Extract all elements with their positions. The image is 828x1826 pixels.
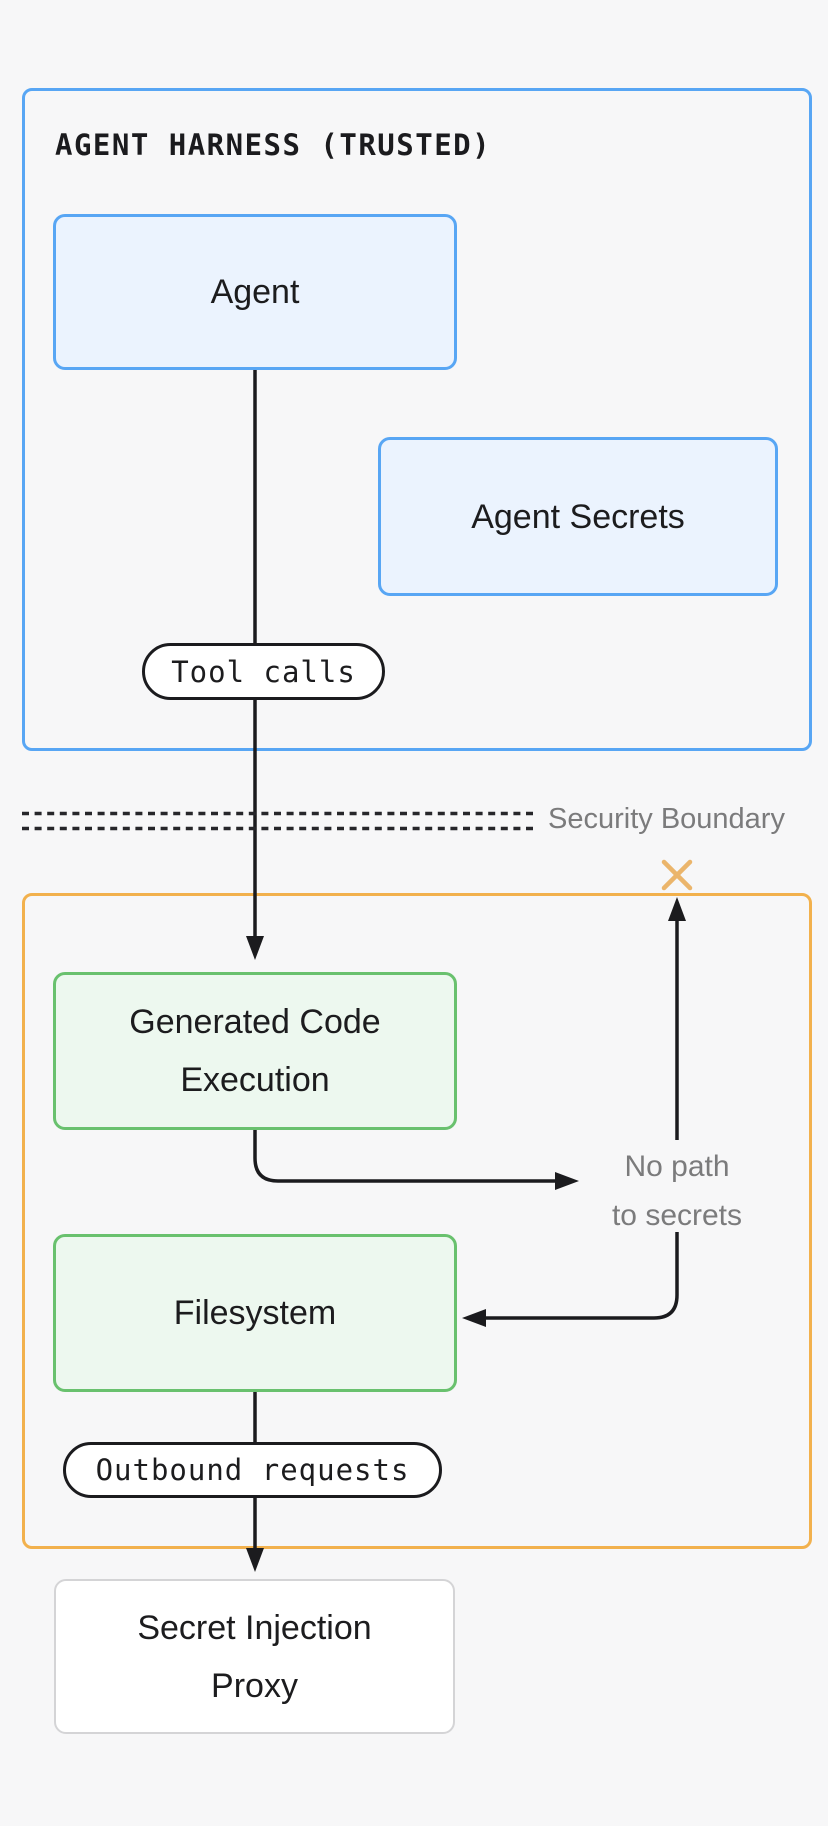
security-boundary-label: Security Boundary	[548, 803, 785, 835]
node-filesystem-label: Filesystem	[173, 1294, 337, 1332]
arrowhead-right	[555, 1172, 579, 1190]
node-agent-secrets: Agent Secrets	[378, 437, 778, 596]
node-agent-secrets-label: Agent Secrets	[471, 497, 685, 536]
arrowhead-up	[668, 897, 686, 921]
node-secret-injection-proxy-label: Secret Injection Proxy	[137, 1608, 372, 1705]
sandbox-zone-frame	[22, 893, 812, 1549]
tool-calls-pill-label: Tool calls	[171, 654, 356, 689]
arrowhead-into-filesystem	[462, 1309, 486, 1327]
arrowhead-into-proxy	[246, 1548, 264, 1572]
outbound-requests-pill: Outbound requests	[63, 1442, 442, 1498]
node-agent: Agent	[53, 214, 457, 370]
node-generated-code-execution: Generated Code Execution	[53, 972, 457, 1130]
blocked-x-icon	[661, 859, 693, 891]
outbound-requests-pill-label: Outbound requests	[95, 1453, 410, 1487]
no-path-to-secrets-note: No path to secrets	[611, 1150, 743, 1232]
trusted-zone-title: AGENT HARNESS (TRUSTED)	[55, 128, 492, 162]
tool-calls-pill: Tool calls	[142, 643, 385, 700]
trusted-zone-frame	[22, 88, 812, 751]
node-secret-injection-proxy: Secret Injection Proxy	[54, 1579, 455, 1734]
note-to-filesystem-line	[484, 1232, 679, 1320]
node-filesystem: Filesystem	[53, 1234, 457, 1392]
execution-to-note-line	[253, 1127, 557, 1183]
node-generated-code-execution-label: Generated Code Execution	[129, 1003, 381, 1099]
node-agent-label: Agent	[210, 273, 300, 311]
arrowhead-into-execution	[246, 936, 264, 960]
